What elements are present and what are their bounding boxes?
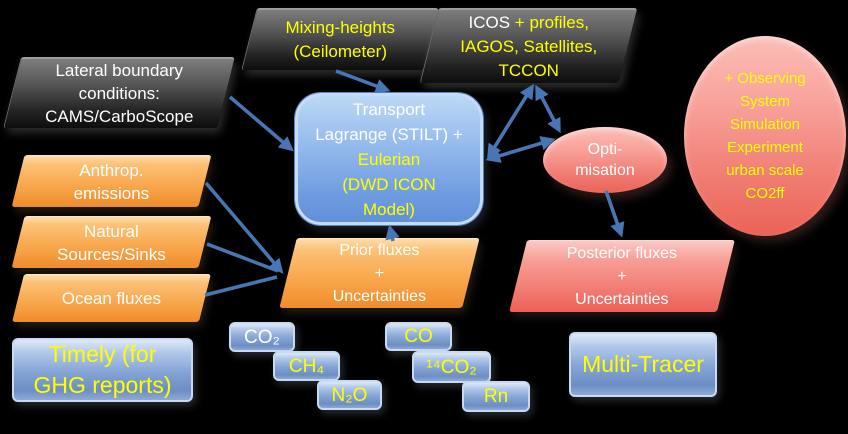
tracer-box-n2o: N₂O xyxy=(317,380,382,410)
tracer-co-label: CO xyxy=(404,326,433,347)
mixing-heights-label: Mixing-heights (Ceilometer) xyxy=(285,18,396,61)
node-prior-fluxes: Prior fluxes + Uncertainties xyxy=(279,238,480,308)
node-mixing-heights: Mixing-heights (Ceilometer) xyxy=(241,8,439,70)
node-posterior-fluxes: Posterior fluxes + Uncertainties xyxy=(509,240,735,312)
arrow-transport-observations xyxy=(487,83,534,160)
arrow-observations-optimisation xyxy=(535,84,561,134)
arrow-mixing-to-transport xyxy=(335,69,391,94)
node-timely: Timely (for GHG reports) xyxy=(12,338,193,402)
tracer-box-co: CO xyxy=(385,322,452,351)
arrow-optimisation-to-posterior xyxy=(604,190,625,238)
tracer-box-14co2: ¹⁴CO₂ xyxy=(412,351,491,383)
ocean-fluxes-label: Ocean fluxes xyxy=(61,289,161,308)
tracer-ch4-label: CH₄ xyxy=(288,355,325,377)
multi-tracer-label: Multi-Tracer xyxy=(582,351,704,377)
transport-lagrange-label: Transport Lagrange (STILT) + xyxy=(315,99,463,144)
arrow-ocean-to-prior xyxy=(204,275,278,297)
tracer-box-rn: Rn xyxy=(462,381,530,412)
transport-eulerian-label: Eulerian (DWD ICON Model) xyxy=(342,149,436,219)
anthrop-emissions-label: Anthrop. emissions xyxy=(73,160,150,203)
observations-line1: ICOS + profiles, xyxy=(469,11,589,35)
tracer-box-ch4: CH₄ xyxy=(273,351,340,381)
timely-label: Timely (for GHG reports) xyxy=(33,341,172,398)
posterior-fluxes-label: Posterior fluxes + Uncertainties xyxy=(566,245,678,308)
optimisation-label: Opti- misation xyxy=(575,141,635,179)
prior-fluxes-label: Prior fluxes + Uncertainties xyxy=(332,242,427,305)
tracer-co2-label: CO₂ xyxy=(244,326,280,348)
tracer-rn-label: Rn xyxy=(483,386,509,407)
tracer-n2o-label: N₂O xyxy=(331,384,368,406)
osse-label: + Observing System Simulation Experiment… xyxy=(724,70,806,202)
node-observations: ICOS + profiles, IAGOS, Satellites, TCCO… xyxy=(419,8,638,83)
node-optimisation: Opti- misation xyxy=(543,127,667,193)
node-multi-tracer: Multi-Tracer xyxy=(569,332,717,397)
tracer-box-co2: CO₂ xyxy=(229,322,295,352)
observations-icos-label: ICOS xyxy=(468,12,511,32)
observations-profiles-label: + profiles, xyxy=(510,12,589,32)
arrow-lateral-to-transport xyxy=(228,95,294,152)
natural-sources-sinks-label: Natural Sources/Sinks xyxy=(57,221,166,264)
observations-rest-label: IAGOS, Satellites, TCCON xyxy=(460,36,598,80)
node-lateral-boundary: Lateral boundary conditions: CAMS/CarboS… xyxy=(3,57,235,128)
arrow-anthrop-to-prior xyxy=(204,181,284,274)
tracer-14co2-label: ¹⁴CO₂ xyxy=(426,356,477,378)
node-transport-model: Transport Lagrange (STILT) + Eulerian (D… xyxy=(295,93,483,225)
node-natural-sources-sinks: Natural Sources/Sinks xyxy=(11,216,212,268)
node-ocean-fluxes: Ocean fluxes xyxy=(12,274,211,322)
node-anthrop-emissions: Anthrop. emissions xyxy=(11,155,212,207)
node-osse: + Observing System Simulation Experiment… xyxy=(684,36,846,236)
arrow-natural-to-prior xyxy=(206,242,279,273)
lateral-boundary-label: Lateral boundary conditions: CAMS/CarboS… xyxy=(45,61,194,126)
